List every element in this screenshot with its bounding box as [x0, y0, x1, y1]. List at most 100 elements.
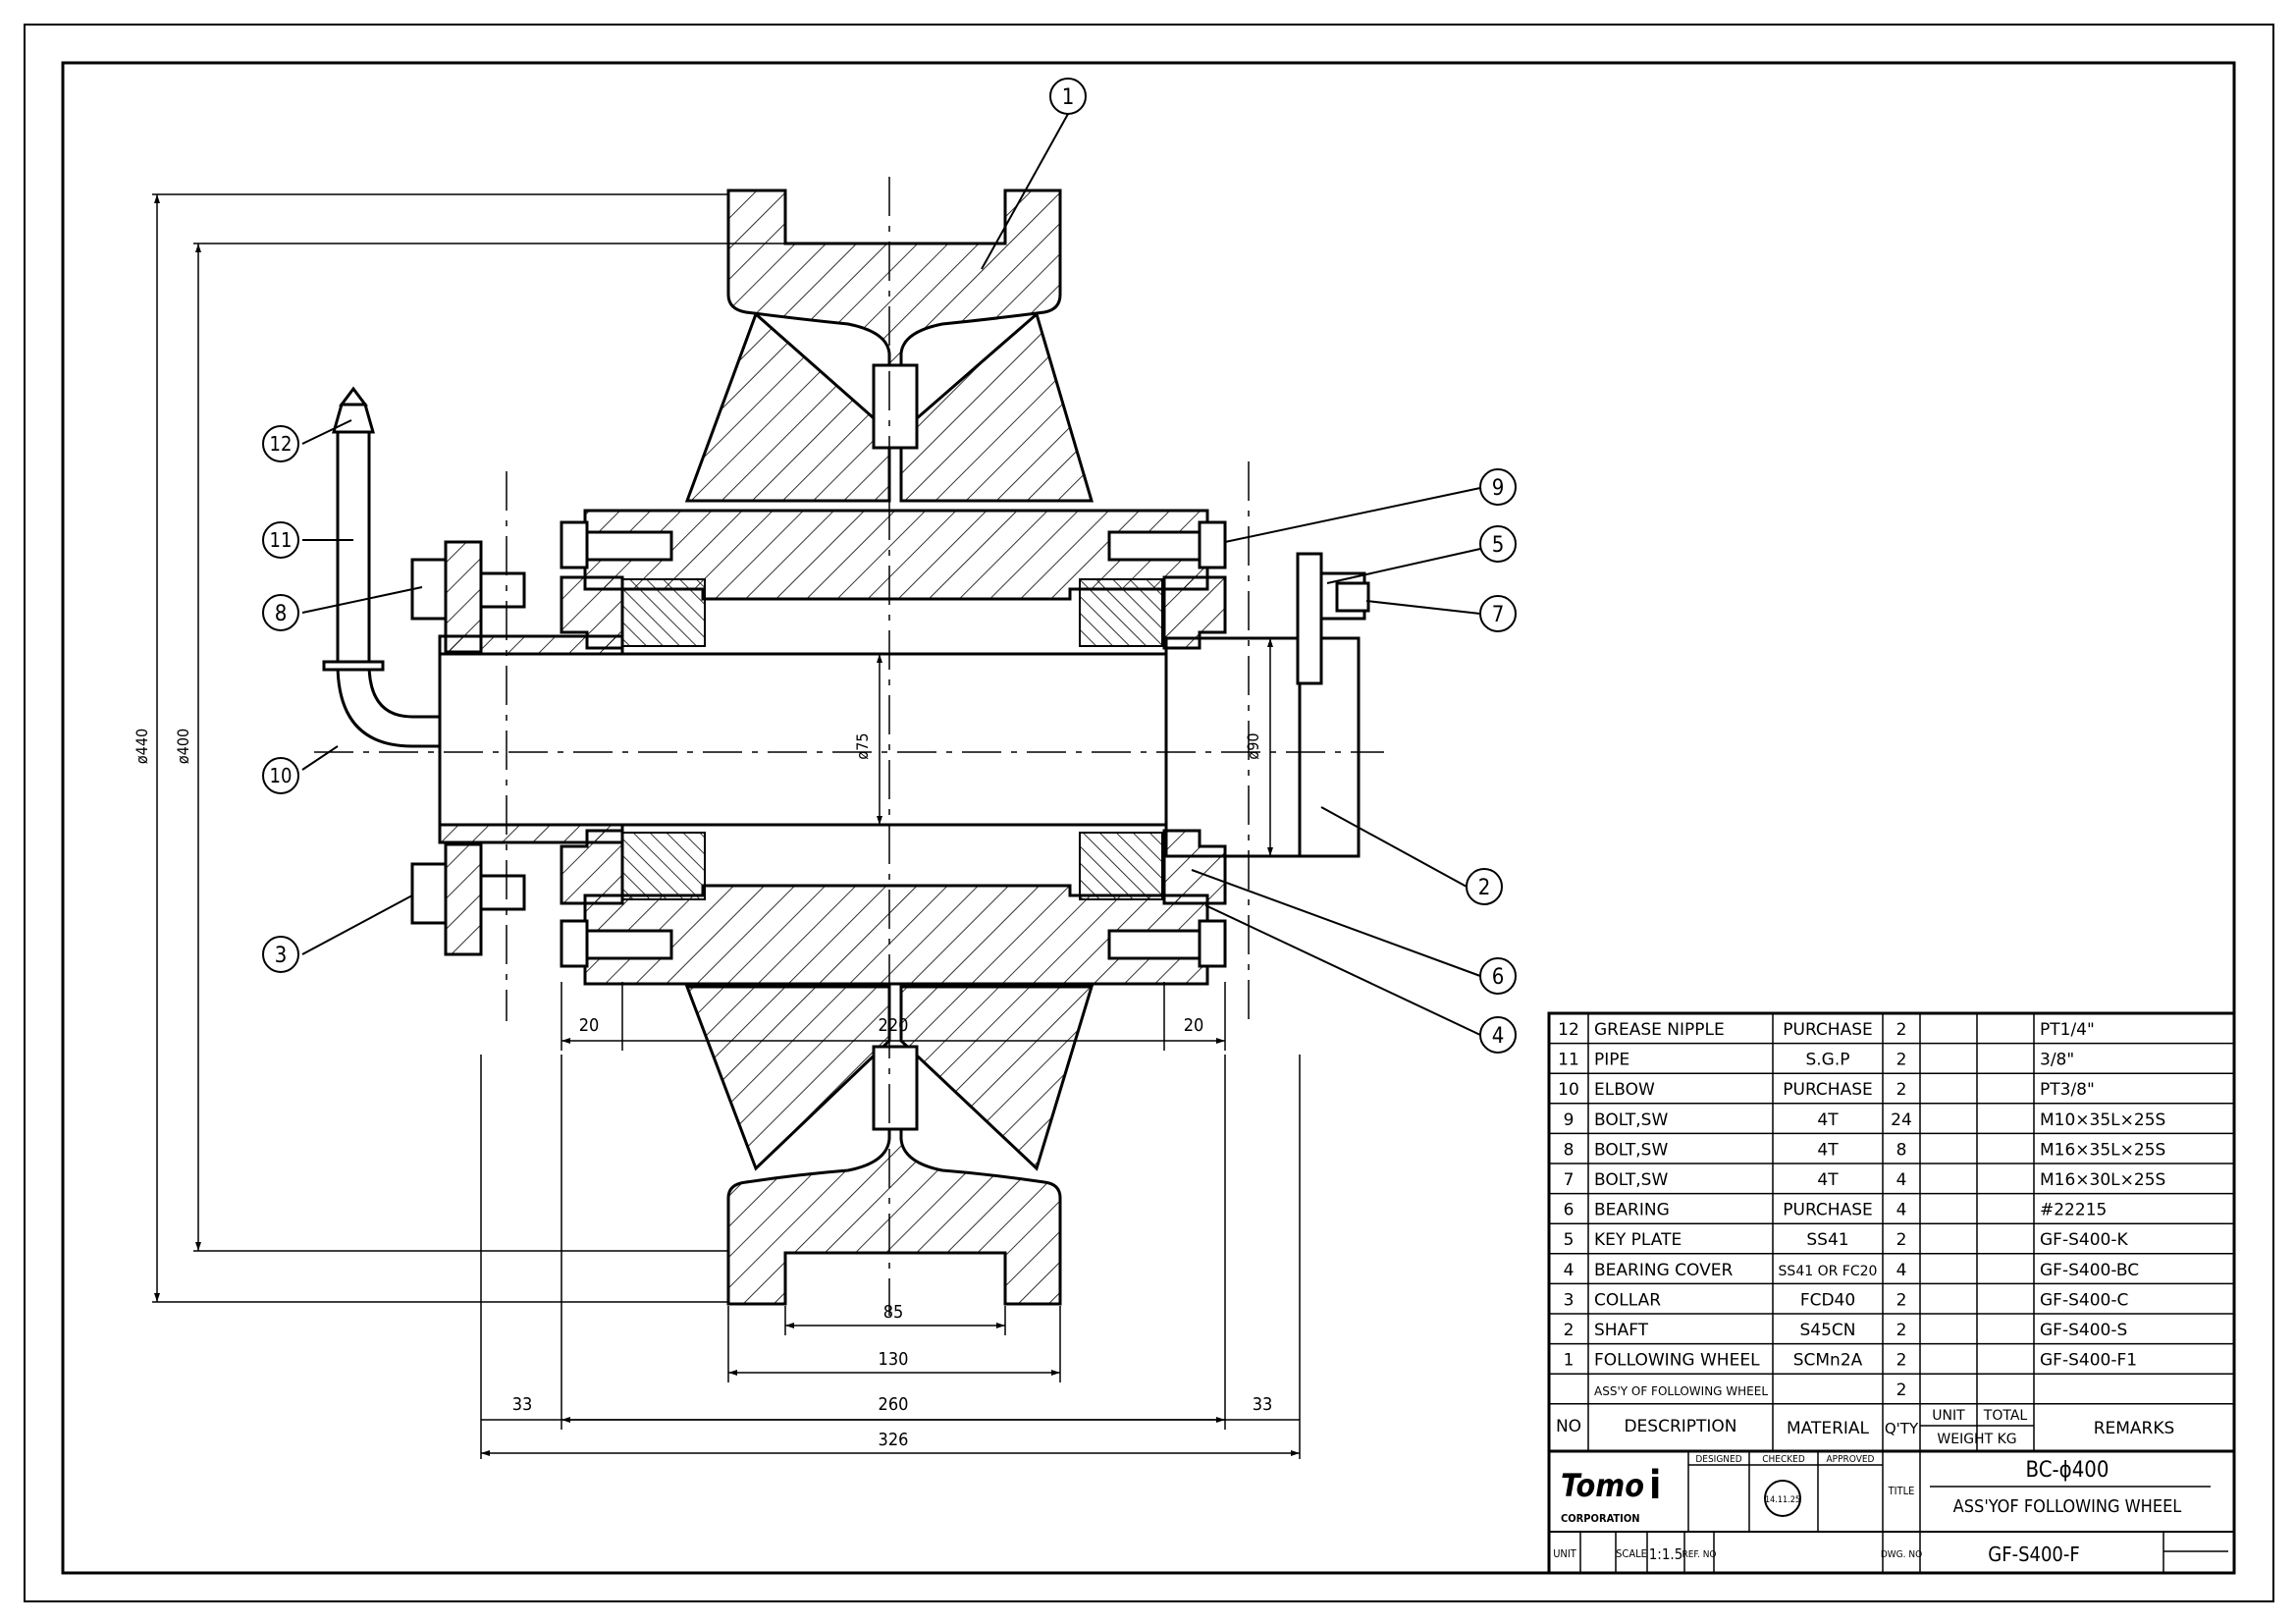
svg-text:6: 6 [1492, 965, 1505, 990]
bom-cell-desc: SHAFT [1594, 1321, 1649, 1340]
dimension-labels: ø440 ø400 ø75 ø90 20 220 20 85 130 33 26… [133, 729, 1272, 1450]
bom-cell-qty: 8 [1896, 1140, 1907, 1160]
svg-text:3: 3 [275, 944, 288, 968]
bom-cell-remarks: GF-S400-C [2040, 1290, 2128, 1310]
bom-cell-desc: ELBOW [1594, 1080, 1655, 1100]
callout-11: 11 [262, 521, 299, 559]
svg-text:12: 12 [270, 432, 293, 456]
dim-d90: ø90 [1244, 732, 1262, 759]
bom-cell-qty: 2 [1896, 1321, 1907, 1340]
outer-border [24, 24, 2274, 1602]
dim-20-right: 20 [1184, 1015, 1204, 1036]
callout-6: 6 [1479, 957, 1517, 995]
center-lines [314, 177, 1384, 1316]
bom-cell-no: 9 [1564, 1110, 1575, 1130]
bom-cell-qty: 4 [1896, 1170, 1907, 1190]
key-plate [1296, 552, 1370, 685]
unit-label: UNIT [1553, 1547, 1577, 1560]
callout-7: 7 [1479, 595, 1517, 632]
svg-text:5: 5 [1492, 533, 1505, 558]
dim-130: 130 [879, 1349, 909, 1370]
bom-cell-remarks: M16×30L×25S [2040, 1170, 2165, 1190]
bom-header-remarks: REMARKS [2094, 1419, 2175, 1438]
bom-cell-material: S45CN [1799, 1321, 1855, 1340]
bom-cell-qty: 2 [1896, 1380, 1907, 1400]
dim-326: 326 [879, 1430, 909, 1450]
bom-cell-remarks: GF-S400-F1 [2040, 1351, 2137, 1371]
callout-12: 12 [262, 425, 299, 462]
bom-cell-material: 4T [1817, 1140, 1839, 1160]
svg-text:9: 9 [1492, 476, 1505, 501]
dimension-lines [152, 193, 1301, 1459]
bom-cell-qty: 24 [1891, 1110, 1912, 1130]
wheel-section [583, 189, 1209, 1306]
bom-header-weight: WEIGHT KG [1937, 1432, 2016, 1447]
leader-lines [301, 113, 1481, 1036]
svg-text:10: 10 [270, 764, 293, 787]
bom-cell-no: 1 [1564, 1351, 1575, 1371]
bom-table [1547, 1011, 2236, 1575]
company-logo-sub: CORPORATION [1561, 1512, 1640, 1525]
bom-cell-desc: FOLLOWING WHEEL [1594, 1351, 1760, 1371]
bom-cell-material: SCMn2A [1793, 1351, 1863, 1371]
bom-cell-qty: 4 [1896, 1261, 1907, 1280]
callout-group: 1 2 3 4 5 6 7 8 9 10 11 12 [262, 78, 1517, 1054]
bom-cell-remarks: PT1/4" [2040, 1020, 2095, 1040]
bom-cell-desc: KEY PLATE [1594, 1230, 1682, 1250]
bom-cell-no: 5 [1564, 1230, 1575, 1250]
bom-cell-qty: 2 [1896, 1020, 1907, 1040]
callout-2: 2 [1466, 868, 1503, 905]
bolt-m16-left [410, 558, 526, 925]
bom-cell-remarks: M10×35L×25S [2040, 1110, 2165, 1130]
bom-header-no: NO [1556, 1417, 1581, 1436]
bom-cell-desc: ASS'Y OF FOLLOWING WHEEL [1594, 1384, 1768, 1398]
bom-cell-material: 4T [1817, 1170, 1839, 1190]
bom-row: ASS'Y OF FOLLOWING WHEEL 2 [1594, 1380, 1906, 1400]
title-label: TITLE [1888, 1485, 1915, 1497]
approved-label: APPROVED [1827, 1454, 1875, 1465]
dim-d400: ø400 [174, 729, 192, 764]
title-main: BC-ϕ400 [2026, 1458, 2109, 1483]
bom-cell-no: 11 [1558, 1051, 1579, 1070]
dim-d75: ø75 [853, 732, 872, 759]
callout-10: 10 [262, 757, 299, 794]
bom-cell-material: S.G.P [1805, 1051, 1849, 1070]
svg-text:4: 4 [1492, 1024, 1505, 1049]
dim-33-left: 33 [512, 1394, 533, 1415]
designed-label: DESIGNED [1695, 1454, 1741, 1465]
callout-8: 8 [262, 594, 299, 631]
scale-value: 1:1.5 [1649, 1545, 1683, 1563]
bom-cell-no: 3 [1564, 1290, 1575, 1310]
title-block [1549, 1451, 2234, 1573]
bom-cell-desc: COLLAR [1594, 1290, 1661, 1310]
bom-cell-desc: BEARING [1594, 1201, 1670, 1220]
bom-cell-desc: PIPE [1594, 1051, 1629, 1070]
callout-9: 9 [1479, 468, 1517, 506]
title-block-text: Tomo i CORPORATION DESIGNED CHECKED APPR… [1553, 1454, 2181, 1566]
callout-1: 1 [1049, 78, 1087, 115]
dim-20-left: 20 [579, 1015, 600, 1036]
dwg-no-label: DWG. NO [1881, 1549, 1922, 1560]
company-logo-letter: i [1649, 1463, 1661, 1508]
bom-cell-material: PURCHASE [1783, 1080, 1872, 1100]
bom-cell-remarks: #22215 [2040, 1201, 2107, 1220]
bom-cell-remarks: GF-S400-K [2040, 1230, 2128, 1250]
bom-cell-no: 10 [1558, 1080, 1579, 1100]
svg-text:1: 1 [1062, 85, 1075, 110]
bom-header: NO DESCRIPTION MATERIAL Q'TY UNIT TOTAL … [1556, 1408, 2174, 1447]
checked-label: CHECKED [1762, 1454, 1805, 1465]
stamp-date: 14.11.25 [1765, 1495, 1800, 1505]
dim-260: 260 [879, 1394, 909, 1415]
bolt-m10 [560, 520, 1227, 968]
bearing-right [1079, 578, 1163, 900]
bom-cell-remarks: GF-S400-S [2040, 1321, 2127, 1340]
